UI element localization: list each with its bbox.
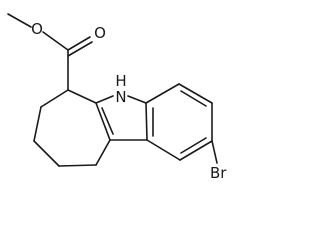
- bond-c2-bromine: [211, 140, 218, 164]
- bond-c5a-c6: [67, 89, 97, 104]
- bond-methyl-oxygen: [7, 13, 32, 28]
- structure-canvas: O O H N Br: [7, 13, 227, 182]
- bromine-label: Br: [210, 164, 227, 182]
- bond-c5a-c10a: [95, 102, 111, 141]
- molecule-structure: O O H N Br: [7, 13, 227, 182]
- bond-carbonyl-double-b: [67, 41, 93, 57]
- nitrogen-hydrogen-label: H: [115, 72, 126, 90]
- bond-carbonyl-double-a: [67, 36, 91, 51]
- bond-c5a-c10a-inner: [101, 107, 114, 135]
- nitrogen-label: N: [115, 88, 126, 106]
- bond-c4a-c9b: [145, 102, 148, 141]
- carbonyl-oxygen-label: O: [94, 24, 106, 42]
- bond-c4-c3: [178, 83, 213, 104]
- bond-c1-c9b: [146, 139, 181, 161]
- bond-c2-c1: [179, 140, 213, 161]
- bond-c5a-n: [95, 95, 114, 104]
- bond-c4-c3-inner: [180, 90, 207, 107]
- bond-c10-c10a: [95, 139, 111, 166]
- bond-oxygen-carbonyl: [42, 31, 69, 51]
- bond-c9-c10: [58, 164, 97, 167]
- bond-c8-c9: [33, 140, 60, 167]
- bond-c4a-c4: [145, 83, 180, 104]
- bond-c6-c7: [40, 89, 69, 108]
- bond-c2-c1-inner: [180, 137, 207, 154]
- bond-n-c4a: [127, 95, 147, 104]
- bond-c7-c8: [33, 106, 42, 142]
- ester-oxygen-label: O: [31, 20, 43, 38]
